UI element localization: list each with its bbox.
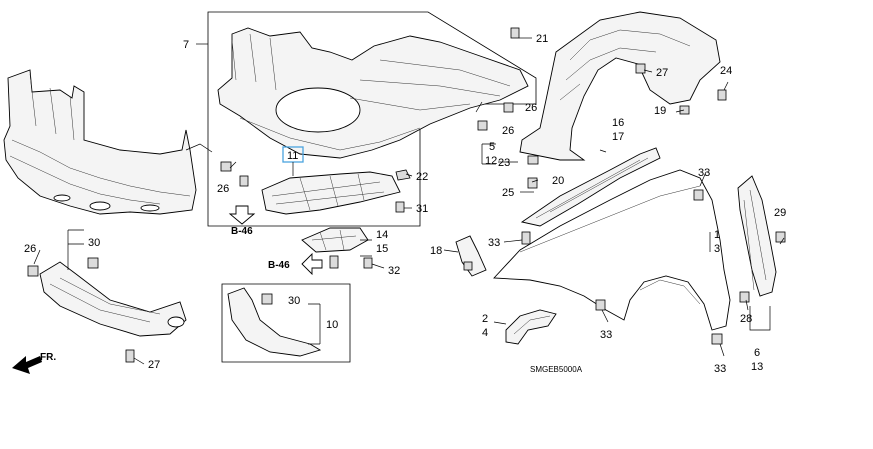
callout-22: 22	[416, 171, 428, 183]
b46-arrow-down	[228, 205, 256, 225]
callout-26-top: 26	[525, 102, 537, 114]
fender-upper-brace	[520, 147, 661, 227]
callout-31: 31	[416, 203, 428, 215]
callout-30-left: 30	[88, 237, 100, 249]
front-splash-shield	[3, 69, 213, 215]
callout-3: 3	[714, 243, 720, 255]
callout-12: 12	[485, 155, 497, 167]
callout-6: 6	[754, 347, 760, 359]
callout-26-left: 26	[217, 183, 229, 195]
center-under-panel	[261, 171, 401, 215]
callout-20: 20	[552, 175, 564, 187]
callout-10: 10	[326, 319, 338, 331]
screw-31	[395, 201, 405, 213]
callout-labels: 7 21 26 26 11 26 22 31 B-46 14 15 B-46 3…	[24, 33, 786, 375]
callout-24: 24	[720, 65, 732, 77]
callout-32: 32	[388, 265, 400, 277]
fender-bracket-2-4	[505, 309, 557, 345]
fender-seal-18	[455, 235, 487, 277]
callout-14: 14	[376, 229, 388, 241]
front-under-cover	[217, 27, 529, 159]
screw-26-left	[220, 161, 249, 187]
callout-33-top: 33	[698, 167, 710, 179]
leader-lines	[33, 43, 785, 365]
diagram-code: SMGEB5000A	[530, 365, 583, 374]
callout-28: 28	[740, 313, 752, 325]
callout-2: 2	[482, 313, 488, 325]
callout-18: 18	[430, 245, 442, 257]
callout-23: 23	[498, 157, 510, 169]
callout-11: 11	[287, 150, 298, 162]
callout-7: 7	[183, 39, 189, 51]
callout-33-bottom: 33	[714, 363, 726, 375]
callout-25: 25	[502, 187, 514, 199]
front-direction-arrow	[12, 356, 42, 374]
lower-bracket-14-15	[301, 227, 373, 269]
screw-26-mid	[477, 120, 488, 131]
callout-30-box: 30	[288, 295, 300, 307]
inner-fender-liner	[481, 11, 727, 189]
callout-16: 16	[612, 117, 624, 129]
callout-29: 29	[774, 207, 786, 219]
callout-13: 13	[751, 361, 763, 373]
callout-4: 4	[482, 327, 488, 339]
ref-b46-down: B-46	[231, 226, 253, 237]
ref-b46-left: B-46	[268, 260, 290, 271]
screw-26-top	[503, 102, 514, 113]
callout-26-bumper: 26	[24, 243, 36, 255]
direction-label: FR.	[40, 352, 56, 363]
clip-22	[395, 169, 411, 181]
callout-27-bumper: 27	[148, 359, 160, 371]
callout-17: 17	[612, 131, 624, 143]
screw-21	[510, 27, 532, 39]
front-fender	[493, 169, 731, 345]
callout-33-low: 33	[600, 329, 612, 341]
callout-19: 19	[654, 105, 666, 117]
callout-15: 15	[376, 243, 388, 255]
fender-side-trim	[737, 175, 786, 331]
callout-1: 1	[714, 229, 720, 241]
front-bumper-bracket-left	[27, 229, 187, 363]
callout-5: 5	[489, 141, 495, 153]
callout-27-fender: 27	[656, 67, 668, 79]
callout-26-mid: 26	[502, 125, 514, 137]
callout-33-mid: 33	[488, 237, 500, 249]
callout-21: 21	[536, 33, 548, 45]
bumper-beam-box	[221, 283, 351, 363]
b46-arrow-left	[301, 252, 323, 276]
